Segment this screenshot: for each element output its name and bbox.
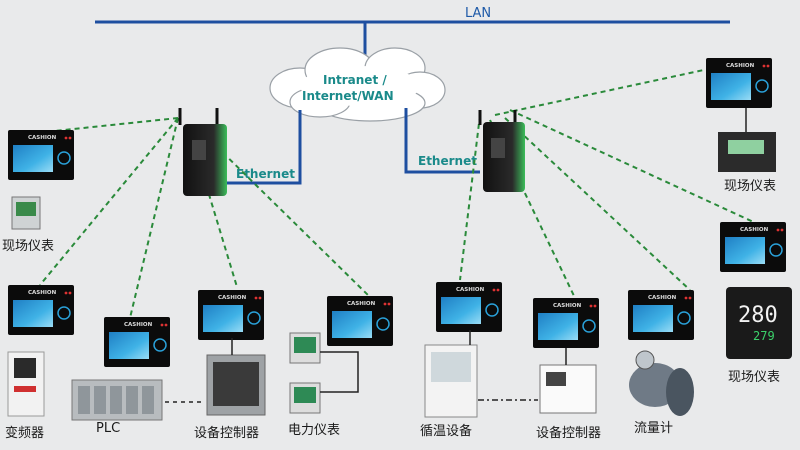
flow-meter-device <box>629 350 694 416</box>
cloud-label-line1: Intranet / <box>323 73 387 87</box>
wireless-gateway-left <box>178 108 227 196</box>
hmi-panel-flow <box>627 289 695 341</box>
label-plc: PLC <box>96 421 120 436</box>
hmi-panel-right-bottom <box>719 221 787 273</box>
label-power-meter: 电力仪表 <box>288 423 340 438</box>
ethernet-label-right: Ethernet <box>418 154 477 168</box>
wireless-links <box>39 67 761 319</box>
cloud-icon: Intranet / Internet/WAN <box>269 47 446 122</box>
controller-device-2 <box>539 348 597 414</box>
controller-device-1 <box>206 338 266 416</box>
label-thermal-cycler: 循温设备 <box>420 423 472 439</box>
digital-meter-reading-2: 279 <box>753 329 775 343</box>
field-meter-device-left <box>11 196 41 230</box>
lan-label: LAN <box>465 6 491 21</box>
wireless-gateway-right <box>478 110 525 192</box>
digital-meter-reading-1: 280 <box>738 303 778 328</box>
hmi-panel-right-top <box>705 57 773 109</box>
thermal-cycler-device <box>424 330 478 418</box>
label-controller-2: 设备控制器 <box>536 425 601 441</box>
label-flow-meter: 流量计 <box>634 421 673 436</box>
ethernet-label-left: Ethernet <box>236 167 295 181</box>
hmi-panel-thermal <box>435 281 503 333</box>
label-field-meter-right-bottom: 现场仪表 <box>728 370 780 385</box>
hmi-panel-vfd <box>7 284 75 336</box>
vfd-device <box>7 351 45 417</box>
power-meter-device <box>289 332 359 414</box>
label-controller-1: 设备控制器 <box>194 425 259 441</box>
ethernet-links <box>225 108 480 185</box>
hmi-panel-plc <box>103 316 171 368</box>
hmi-panel-controller-2 <box>532 297 600 349</box>
hmi-panel-power-meter <box>326 295 394 347</box>
field-meter-device-right-top <box>718 108 776 172</box>
hmi-panel-left-top <box>7 129 75 181</box>
lan-backbone: LAN <box>95 6 730 56</box>
digital-meter-device: 280 279 <box>726 287 792 359</box>
label-field-meter-left: 现场仪表 <box>2 239 54 254</box>
label-vfd: 变频器 <box>5 425 44 441</box>
hmi-panel-controller-1 <box>197 289 265 341</box>
plc-device <box>71 379 163 421</box>
label-field-meter-right-top: 现场仪表 <box>724 179 776 194</box>
cloud-label-line2: Internet/WAN <box>302 89 394 103</box>
